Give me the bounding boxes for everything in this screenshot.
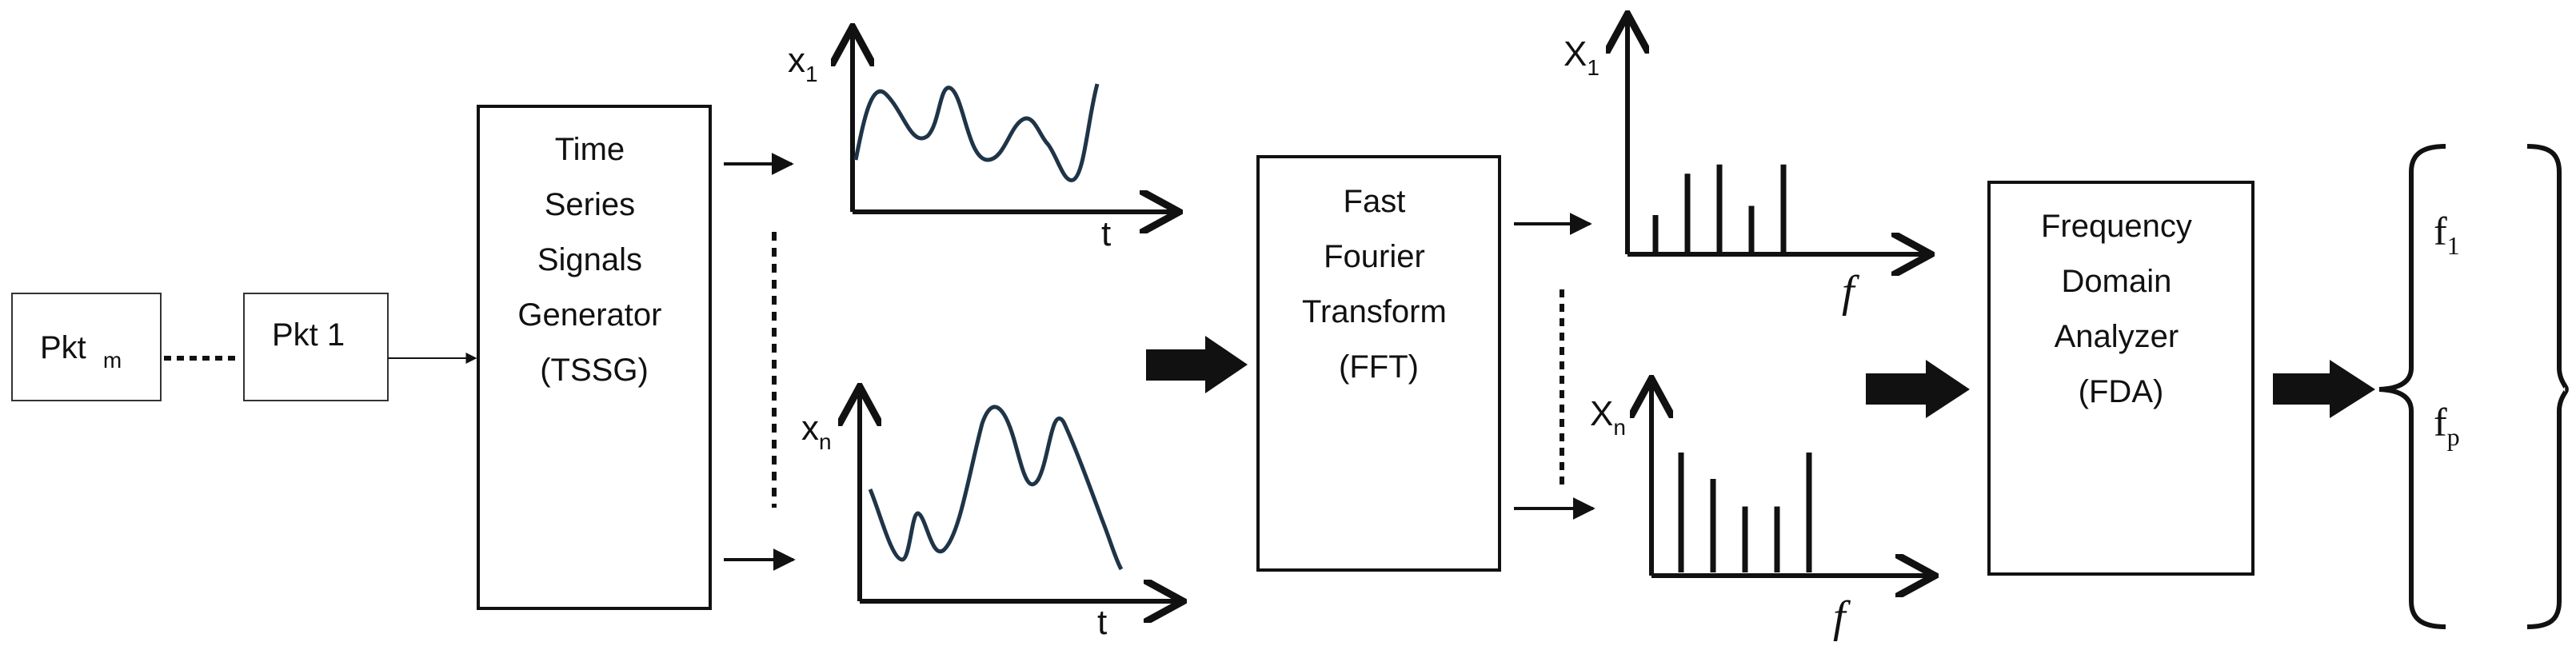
packet-m-subscript: m [103,348,122,373]
fda-label: Frequency Domain Analyzer (FDA) [2041,209,2201,409]
freq-plot-bottom-ylabel: Xn [1590,394,1626,440]
time-plot-bottom-xlabel: t [1097,603,1107,642]
time-plot-top: x1 t [788,30,1176,253]
time-plot-bottom: xn t [801,390,1180,642]
packet-m-box: Pkt m [11,293,162,401]
left-brace [2378,144,2446,629]
fft-label: Fast Fourier Transform (FFT) [1302,184,1456,385]
fft-box: Fast Fourier Transform (FFT) [1256,155,1501,572]
arrow-to-output [2273,360,2375,418]
right-brace [2526,144,2569,629]
time-plot-top-xlabel: t [1101,214,1111,253]
tssg-box: Time Series Signals Generator (TSSG) [477,105,712,610]
packet-1-label: Pkt 1 [272,317,345,353]
freq-plot-bottom-xlabel: f [1833,592,1851,642]
freq-bars-bottom [1678,453,1812,572]
output-set: f1 fp [2378,144,2569,629]
packet-m-label: Pkt [40,330,86,365]
tssg-label: Time Series Signals Generator (TSSG) [517,132,670,388]
svg-text:Pkt m: Pkt m [40,330,122,373]
output-item-1: f1 [2434,209,2460,260]
freq-plot-bottom: Xn f [1590,382,1931,642]
freq-plot-top: X1 f [1564,18,1927,317]
time-plot-bottom-ylabel: xn [801,409,832,454]
fda-box: Frequency Domain Analyzer (FDA) [1987,181,2254,576]
arrow-to-fda [1866,360,1970,418]
freq-plot-top-ylabel: X1 [1564,34,1600,80]
freq-bars-top [1652,164,1787,252]
arrow-to-fft [1146,336,1248,393]
freq-plot-top-xlabel: f [1842,267,1860,317]
output-item-p: fp [2434,400,2460,451]
packet-1-box: Pkt 1 [243,293,389,401]
time-signal-bottom-curve [868,405,1124,571]
time-plot-top-ylabel: x1 [788,41,818,86]
time-signal-top-curve [853,83,1100,182]
